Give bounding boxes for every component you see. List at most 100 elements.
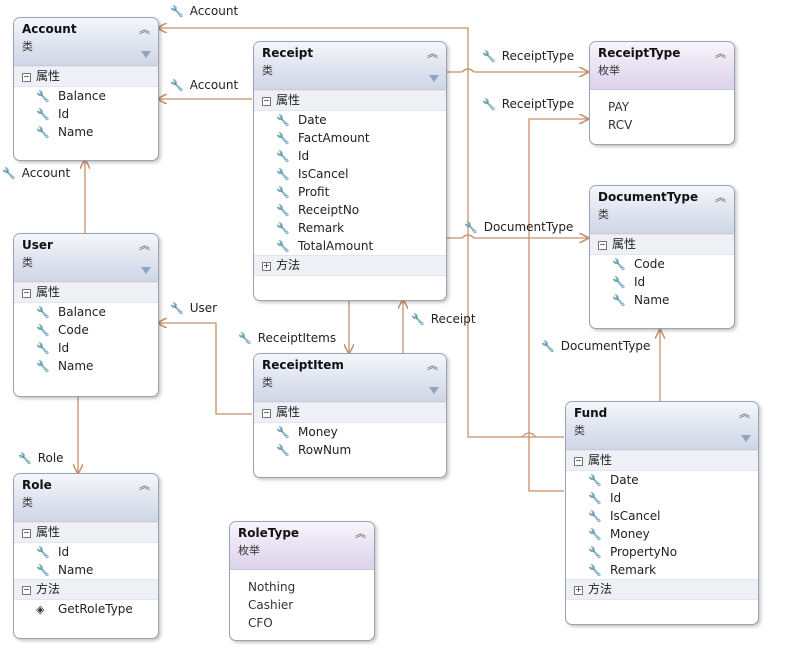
- property-item: 🔧Name: [590, 291, 734, 309]
- wrench-icon: 🔧: [276, 426, 290, 439]
- class-receipt[interactable]: Receipt 类 ︽ −属性 🔧Date 🔧FactAmount 🔧Id 🔧I…: [253, 41, 447, 301]
- wrench-icon: 🔧: [276, 204, 290, 217]
- class-title: ReceiptItem: [262, 358, 344, 372]
- collapse-icon[interactable]: ︽: [139, 479, 150, 492]
- method-cube-icon: ◈: [36, 603, 45, 616]
- wrench-icon: 🔧: [36, 90, 50, 103]
- methods-section[interactable]: −方法: [14, 579, 158, 600]
- minus-icon[interactable]: −: [262, 408, 271, 418]
- class-kind: 类: [574, 424, 585, 437]
- property-item: 🔧Id: [590, 273, 734, 291]
- class-kind: 类: [22, 496, 33, 509]
- properties-section[interactable]: −属性: [14, 66, 158, 87]
- methods-section[interactable]: +方法: [254, 255, 446, 276]
- minus-icon[interactable]: −: [22, 528, 31, 538]
- minus-icon[interactable]: −: [598, 240, 607, 250]
- class-receiptitem[interactable]: ReceiptItem 类 ︽ −属性 🔧Money 🔧RowNum: [253, 353, 447, 478]
- class-title: Role: [22, 478, 52, 492]
- property-item: 🔧Name: [14, 357, 158, 375]
- property-item: 🔧Name: [14, 561, 158, 579]
- collapse-icon[interactable]: ︽: [427, 359, 438, 372]
- label-receipt-items: 🔧ReceiptItems: [238, 331, 337, 345]
- property-item: 🔧IsCancel: [254, 165, 446, 183]
- methods-section[interactable]: +方法: [566, 579, 758, 600]
- enum-receipttype[interactable]: ReceiptType 枚举 ︽ PAY RCV: [589, 41, 735, 145]
- collapse-icon[interactable]: ︽: [139, 23, 150, 36]
- wrench-icon: 🔧: [36, 342, 50, 355]
- wrench-icon: 🔧: [36, 564, 50, 577]
- filter-icon[interactable]: [141, 51, 151, 58]
- filter-icon[interactable]: [141, 267, 151, 274]
- enum-value: PAY: [608, 100, 630, 114]
- class-role[interactable]: Role 类 ︽ −属性 🔧Id 🔧Name −方法 ◈GetRoleType: [13, 473, 159, 639]
- enum-value: Cashier: [248, 598, 294, 612]
- property-item: 🔧Date: [566, 471, 758, 489]
- property-item: 🔧Money: [254, 423, 446, 441]
- property-item: 🔧Remark: [254, 219, 446, 237]
- method-item: ◈GetRoleType: [14, 600, 158, 618]
- property-item: 🔧Id: [14, 543, 158, 561]
- plus-icon[interactable]: +: [574, 585, 583, 595]
- properties-section[interactable]: −属性: [14, 282, 158, 303]
- wrench-icon: 🔧: [276, 168, 290, 181]
- label-fund-receipttype: 🔧ReceiptType: [482, 97, 575, 111]
- wrench-icon: 🔧: [276, 114, 290, 127]
- wrench-icon: 🔧: [36, 546, 50, 559]
- class-user[interactable]: User 类 ︽ −属性 🔧Balance 🔧Code 🔧Id 🔧Name: [13, 233, 159, 397]
- label-receiptitem-receipt: 🔧Receipt: [411, 312, 476, 326]
- properties-section[interactable]: −属性: [254, 90, 446, 111]
- properties-section[interactable]: −属性: [14, 522, 158, 543]
- label-fund-documenttype: 🔧DocumentType: [541, 339, 651, 353]
- wrench-icon: 🔧: [36, 360, 50, 373]
- property-item: 🔧Balance: [14, 87, 158, 105]
- label-fund-account: 🔧Account: [170, 4, 239, 18]
- minus-icon[interactable]: −: [22, 585, 31, 595]
- class-documenttype[interactable]: DocumentType 类 ︽ −属性 🔧Code 🔧Id 🔧Name: [589, 185, 735, 329]
- plus-icon[interactable]: +: [262, 261, 271, 271]
- class-title: Receipt: [262, 46, 314, 60]
- wrench-icon: 🔧: [36, 126, 50, 139]
- label-receipt-account: 🔧Account: [170, 78, 239, 92]
- property-item: 🔧Date: [254, 111, 446, 129]
- wrench-icon: 🔧: [588, 474, 602, 487]
- class-account[interactable]: Account 类 ︽ −属性 🔧Balance 🔧Id 🔧Name: [13, 17, 159, 161]
- wrench-icon: 🔧: [276, 444, 290, 457]
- property-item: 🔧Code: [590, 255, 734, 273]
- minus-icon[interactable]: −: [22, 288, 31, 298]
- collapse-icon[interactable]: ︽: [739, 407, 750, 420]
- properties-section[interactable]: −属性: [566, 450, 758, 471]
- enum-value: Nothing: [248, 580, 296, 594]
- property-item: 🔧Money: [566, 525, 758, 543]
- wrench-icon: 🔧: [276, 150, 290, 163]
- property-item: 🔧Code: [14, 321, 158, 339]
- enum-value: CFO: [248, 616, 273, 630]
- properties-section[interactable]: −属性: [254, 402, 446, 423]
- property-item: 🔧PropertyNo: [566, 543, 758, 561]
- collapse-icon[interactable]: ︽: [715, 191, 726, 204]
- property-item: 🔧Id: [14, 339, 158, 357]
- wrench-icon: 🔧: [541, 340, 555, 353]
- collapse-icon[interactable]: ︽: [715, 47, 726, 60]
- class-fund[interactable]: Fund 类 ︽ −属性 🔧Date 🔧Id 🔧IsCancel 🔧Money …: [565, 401, 759, 625]
- enum-roletype[interactable]: RoleType 枚举 ︽ Nothing Cashier CFO: [229, 521, 375, 641]
- class-header: Account 类 ︽: [14, 18, 158, 66]
- collapse-icon[interactable]: ︽: [139, 239, 150, 252]
- enum-header: RoleType 枚举 ︽: [230, 522, 374, 570]
- collapse-icon[interactable]: ︽: [355, 527, 366, 540]
- collapse-icon[interactable]: ︽: [427, 47, 438, 60]
- filter-icon[interactable]: [429, 387, 439, 394]
- wrench-icon: 🔧: [464, 221, 478, 234]
- property-item: 🔧TotalAmount: [254, 237, 446, 255]
- wrench-icon: 🔧: [482, 98, 496, 111]
- class-title: User: [22, 238, 53, 252]
- minus-icon[interactable]: −: [262, 96, 271, 106]
- class-title: Account: [22, 22, 77, 36]
- minus-icon[interactable]: −: [574, 456, 583, 466]
- filter-icon[interactable]: [741, 435, 751, 442]
- minus-icon[interactable]: −: [22, 72, 31, 82]
- class-header: Role 类 ︽: [14, 474, 158, 522]
- connector-receipt-receipttype: [446, 69, 588, 72]
- filter-icon[interactable]: [429, 75, 439, 82]
- properties-section[interactable]: −属性: [590, 234, 734, 255]
